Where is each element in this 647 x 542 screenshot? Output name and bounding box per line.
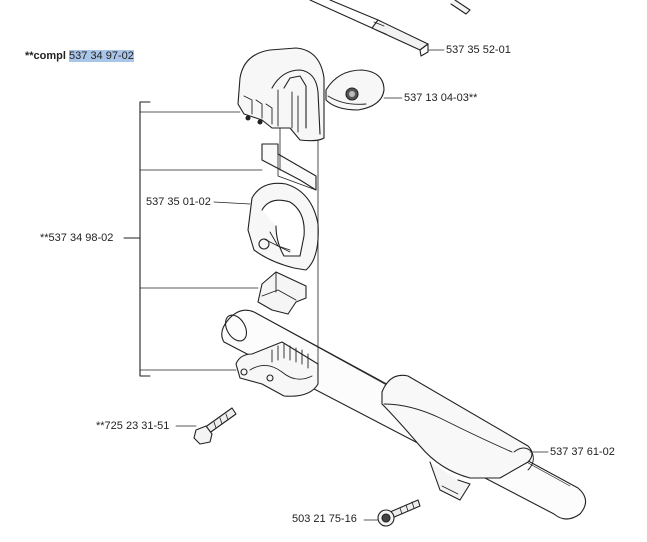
assembly-label: **compl 537 34 97-02 — [25, 50, 134, 63]
assembly-prefix: **compl — [25, 50, 66, 62]
leader-lines — [175, 49, 549, 521]
shaft-label[interactable]: 537 35 52-01 — [446, 44, 511, 56]
screw-upper-label[interactable]: **725 23 31-51 — [96, 420, 170, 432]
clip-part — [257, 271, 307, 315]
screw-lower-part — [377, 499, 421, 527]
clamp-top-part — [237, 47, 325, 142]
assembly-number[interactable]: 537 34 97-02 — [69, 50, 134, 62]
bracket-kit-label[interactable]: **537 34 98-02 — [40, 232, 114, 244]
loop-label[interactable]: 537 35 01-02 — [146, 196, 211, 208]
guard-part — [381, 374, 534, 501]
knob-part — [325, 69, 385, 111]
knob-label[interactable]: 537 13 04-03** — [404, 92, 478, 104]
shaft-part — [309, 0, 471, 57]
plate-part — [261, 143, 317, 191]
clamp-bottom-part — [235, 341, 319, 397]
screw-upper-part — [193, 407, 237, 445]
kit-bracket — [139, 101, 151, 377]
screw-lower-label[interactable]: 503 21 75-16 — [292, 513, 357, 525]
guard-label[interactable]: 537 37 61-02 — [550, 446, 615, 458]
loop-part — [247, 182, 319, 271]
